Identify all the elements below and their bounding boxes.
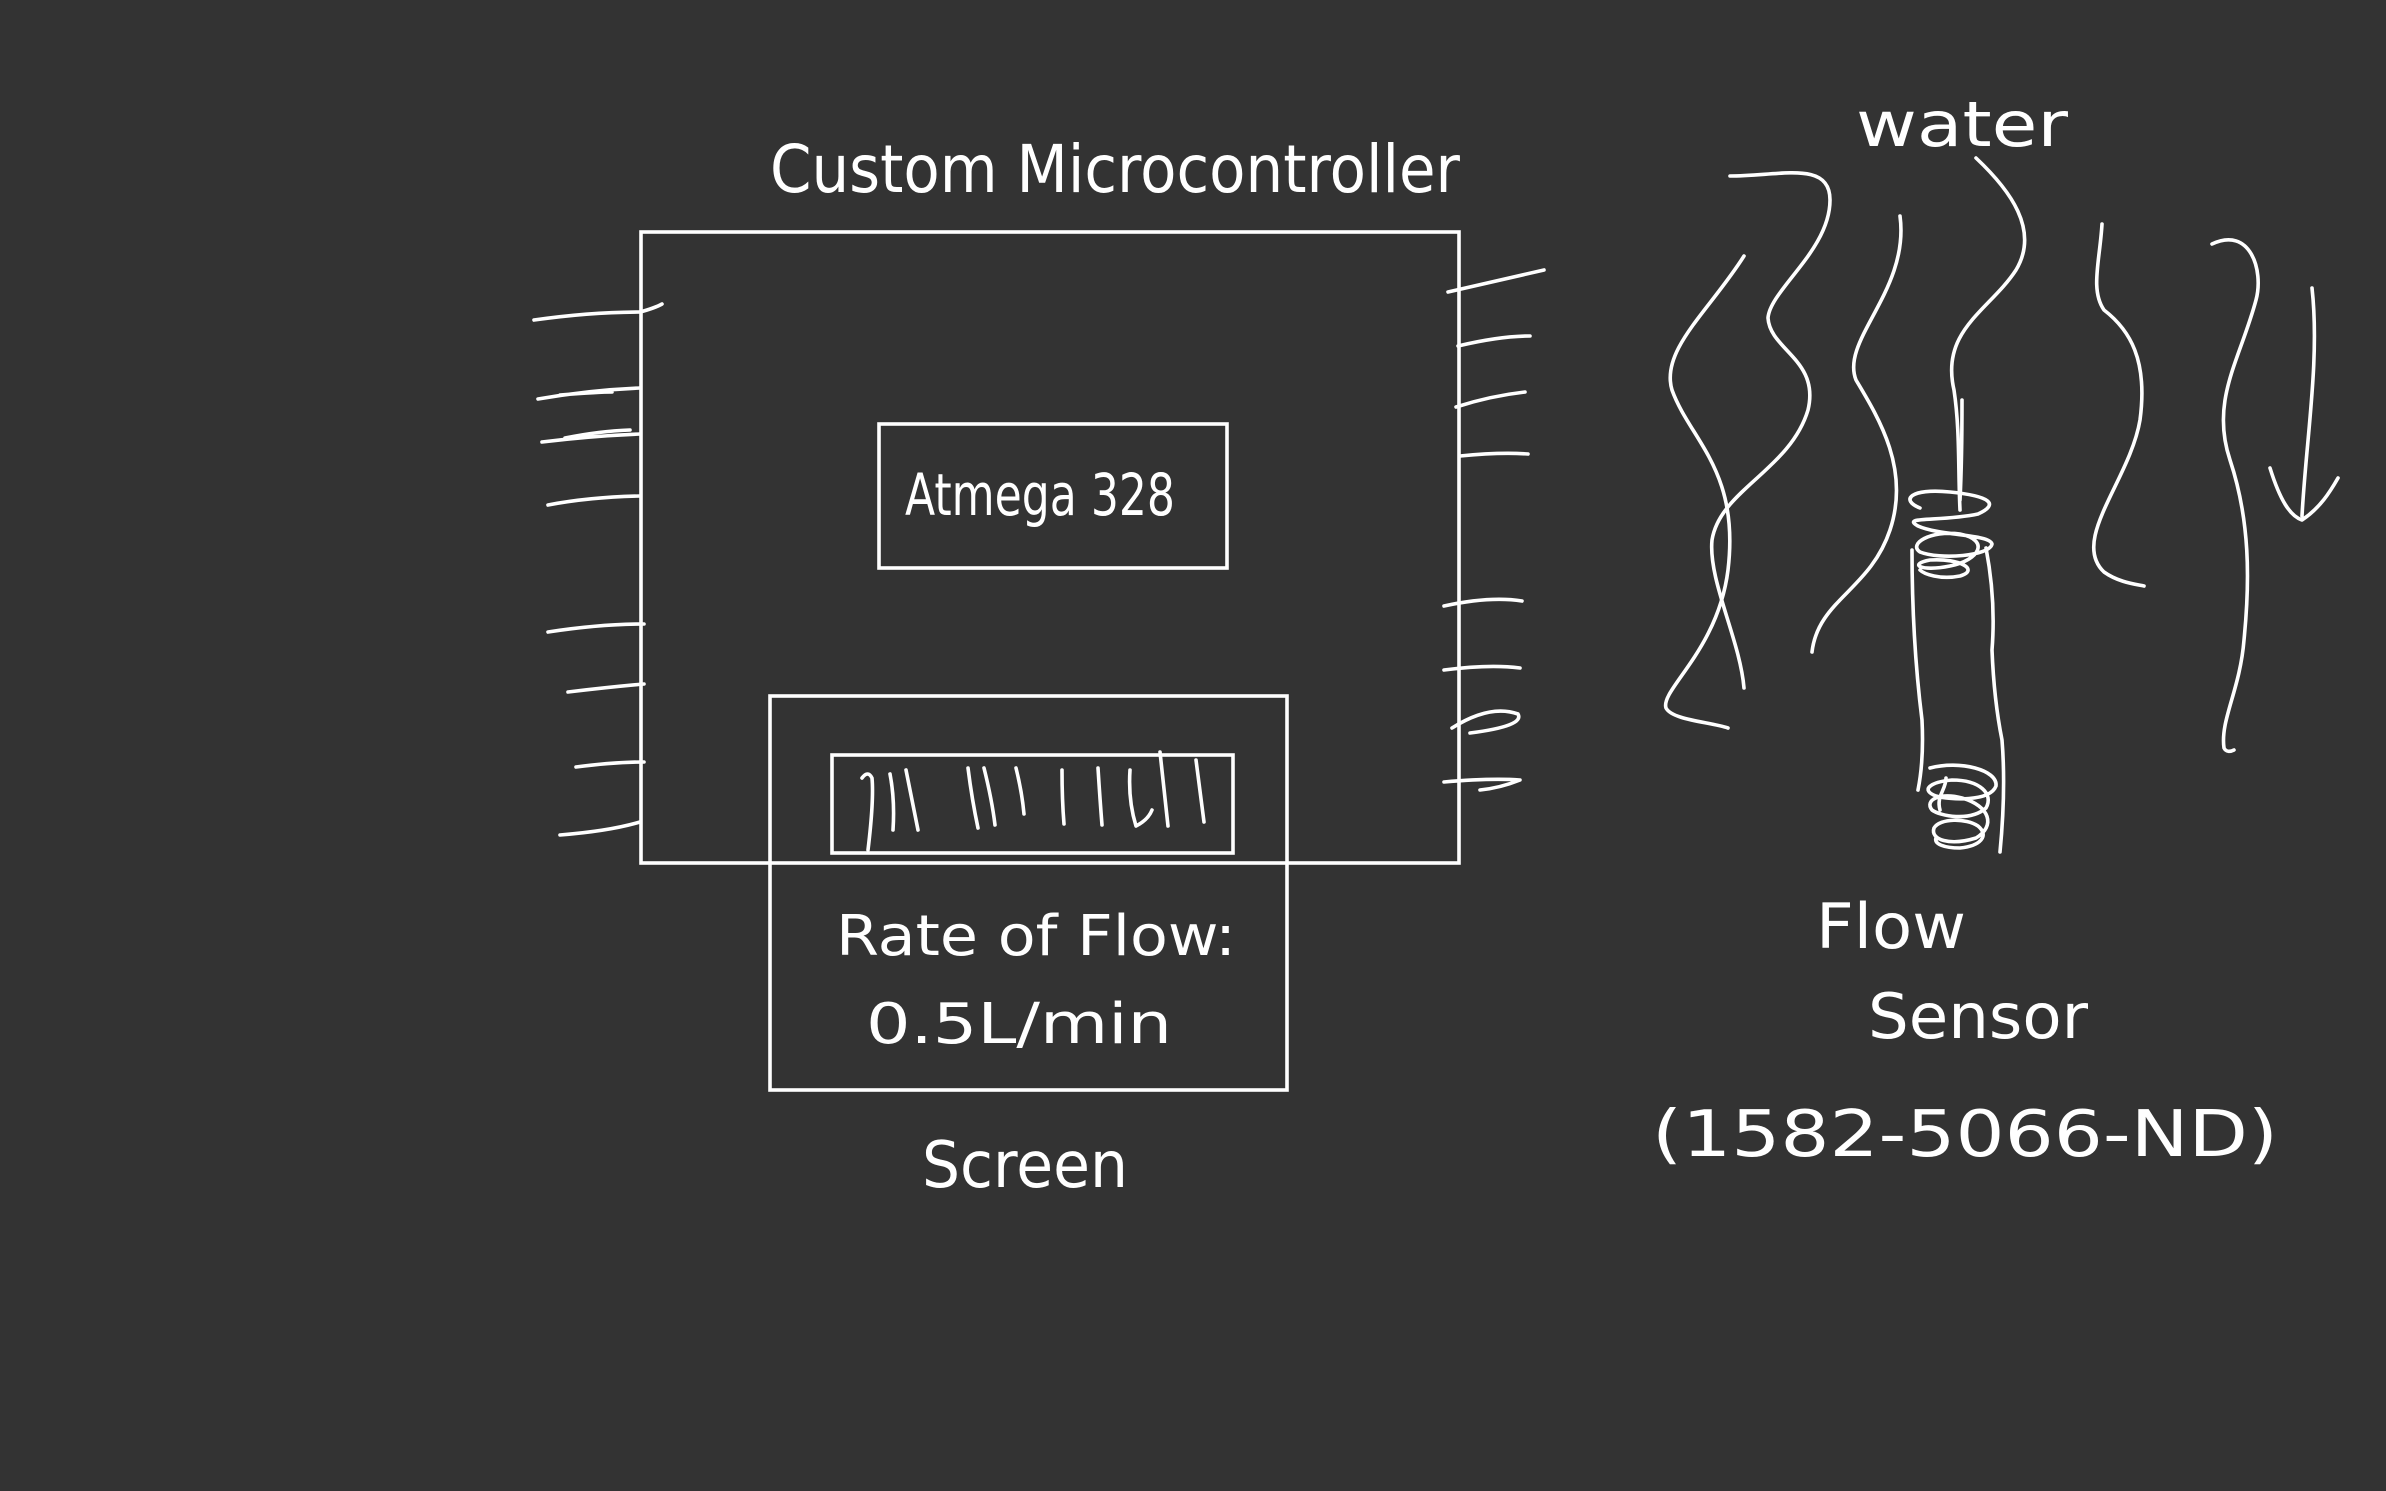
microcontroller: Custom Microcontroller Atmega 328: [532, 131, 1546, 865]
left-pin: [540, 428, 642, 444]
water-wave: [2210, 238, 2260, 754]
flow-sensor-label-line2: Sensor: [1868, 980, 2089, 1053]
water-label: water: [1856, 88, 2069, 161]
water-wave: [2091, 222, 2146, 588]
water-wave: [1949, 156, 2027, 512]
microcontroller-board: [639, 230, 1461, 865]
atmega-chip-label: Atmega 328: [905, 461, 1175, 529]
water-wave: [1709, 171, 1832, 690]
screen-label: Screen: [922, 1129, 1128, 1203]
flow-sensor-part-number: (1582-5066-ND): [1652, 1098, 2278, 1172]
left-pin: [558, 820, 642, 837]
right-pin: [1456, 334, 1532, 348]
right-pin: [1450, 709, 1521, 735]
screen-outline: [768, 694, 1289, 1092]
flow-sensor-bottom-coil: [1926, 763, 1998, 850]
right-pin: [1458, 451, 1530, 458]
screen-display-line2: 0.5L/min: [866, 992, 1172, 1057]
microcontroller-title: Custom Microcontroller: [770, 131, 1461, 208]
screen-pin-header: [830, 753, 1235, 855]
left-pin: [532, 302, 664, 322]
water-wave: [1810, 214, 1903, 654]
right-pins: [1442, 268, 1546, 792]
water-flow-arrow: [2268, 286, 2340, 522]
screen-header-pins: [860, 750, 1206, 852]
left-pins: [532, 302, 664, 837]
flow-sensor: Flow Sensor (1582-5066-ND): [1652, 398, 2278, 1172]
right-pin: [1442, 777, 1522, 792]
flow-sensor-tube: [1958, 398, 1964, 502]
right-pin: [1454, 390, 1527, 409]
flow-sensor-tube: [1984, 546, 2006, 854]
right-pin: [1442, 597, 1524, 608]
screen: Rate of Flow: 0.5L/min Screen: [768, 694, 1289, 1203]
left-pin: [566, 682, 646, 694]
flow-sensor-tube: [1910, 548, 1925, 792]
left-pin: [536, 386, 642, 401]
water-flow-lines: [1663, 156, 2340, 754]
left-pin: [546, 622, 646, 634]
water-wave: [1663, 254, 1746, 730]
atmega-chip-outline: [877, 422, 1229, 570]
right-pin: [1446, 268, 1546, 294]
flow-sensor-top-coil: [1908, 489, 1994, 580]
water: water: [1663, 88, 2340, 754]
flow-sensor-label-line1: Flow: [1816, 890, 1966, 963]
left-pin: [574, 760, 646, 769]
right-pin: [1442, 664, 1522, 672]
left-pin: [546, 494, 642, 507]
screen-display-line1: Rate of Flow:: [836, 904, 1236, 969]
atmega-chip: Atmega 328: [877, 422, 1229, 570]
